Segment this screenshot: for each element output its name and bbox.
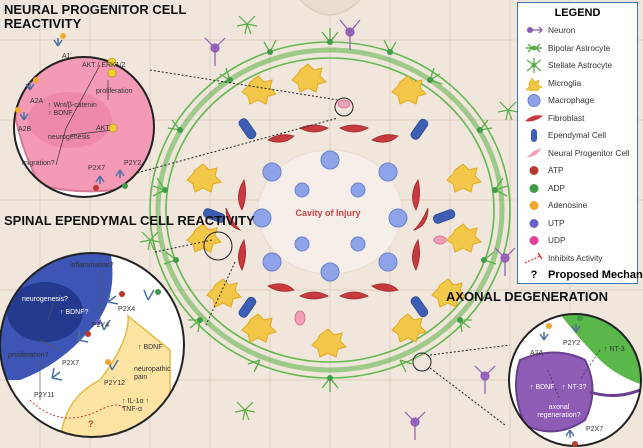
npc-p2y2-label: P2Y2 [124, 160, 142, 167]
legend-item-label: UTP [548, 217, 565, 228]
legend-item-label: ADP [548, 182, 566, 193]
legend-item-label: Inhibits Activity [548, 252, 603, 263]
npc-a2a-label: A2A [30, 98, 44, 105]
legend-item-label: UDP [548, 235, 566, 245]
legend-item: ? Proposed Mechanism [518, 268, 643, 283]
bipolar-astrocyte-icon [524, 41, 544, 56]
npc-akt-label: AKT [96, 125, 110, 132]
utp-dot [524, 216, 544, 231]
ax-nt3-label: ↑ NT-3 [604, 346, 625, 353]
macrophage-icon [524, 93, 544, 108]
legend-item-label: Macrophage [548, 95, 595, 105]
inhibits-activity-icon [524, 251, 544, 266]
legend-item: Fibroblast [518, 111, 639, 126]
legend-item-label: Fibroblast [548, 112, 585, 123]
legend-item: Neural Progenitor Cell [518, 146, 639, 161]
ax-nt3q-label: ↑ NT-3? [562, 384, 587, 391]
udp-dot [524, 233, 544, 248]
background-neurons [204, 19, 516, 440]
microglia-cells [186, 63, 482, 358]
legend-item: Neuron [518, 23, 639, 38]
adp-dot [524, 181, 544, 196]
legend-item-label: Stellate Astrocyte [548, 60, 613, 70]
npc-p2x7-label: P2X7 [88, 165, 106, 172]
question-mark-icon: ? [530, 269, 538, 281]
npc-proliferation-label: proliferation [96, 88, 133, 95]
sec-microglia-bdnf-label: ↑ BDNF [138, 344, 163, 351]
ax-regen-label: axonal regeneration? [537, 404, 581, 419]
legend-item-label: Ependymal Cell [548, 130, 607, 140]
adenosine-dot [524, 198, 544, 213]
sec-p2y4-label: P2Y4 [92, 322, 110, 329]
sec-bdnf-label: ↑ BDNF? [60, 309, 89, 316]
legend-item-label: Neural Progenitor Cell [548, 147, 630, 158]
legend-item: Ependymal Cell [518, 128, 639, 143]
sec-neurogenesis-label: neurogenesis? [22, 296, 68, 303]
astrocyte-ring [149, 28, 511, 392]
cavity-label: Cavity of Injury [295, 208, 361, 218]
ax-a2a-label: A2A [530, 350, 544, 357]
ependymal-cell-icon [524, 128, 544, 143]
neural-progenitor-cells [294, 99, 447, 326]
legend-item: ADP [518, 181, 639, 196]
npc-a2b-label: A2B [18, 126, 32, 133]
legend-item-label: ATP [548, 165, 564, 175]
npc-a1-label: A1 [62, 53, 71, 60]
ependymal-cells [203, 118, 456, 318]
legend-item-label: Bipolar Astrocyte [548, 42, 611, 53]
legend-item-label: Microglia [548, 77, 582, 88]
sec-proliferation-label: proliferation? [8, 352, 49, 359]
legend-item: UTP [518, 216, 639, 231]
sec-p2x7-label: P2X7 [62, 360, 80, 367]
sec-question-label: ? [88, 419, 94, 429]
legend-title: LEGEND [554, 7, 601, 19]
fibroblast-icon [524, 111, 544, 126]
sec-inflammation-label: inflammation? [70, 262, 114, 269]
legend-item: Microglia [518, 76, 639, 95]
ax-p2x7-label: P2X7 [586, 426, 604, 433]
sec-neuropathic-label: neuropathic pain [134, 366, 171, 381]
npc-neurogenesis-label: neurogenesis [48, 134, 91, 141]
axonal-title: AXONAL DEGENERATION [446, 289, 609, 304]
npc-bdnf-label: ↑ BDNF [48, 110, 73, 117]
sec-title: SPINAL EPENDYMAL CELL REACTIVITY [4, 213, 255, 228]
legend-item: Macrophage [518, 93, 639, 108]
neuron-icon [524, 23, 544, 38]
legend-item: ATP [518, 163, 639, 178]
legend-item: UDP [518, 233, 639, 248]
legend-item: Inhibits Activity [518, 251, 639, 266]
sec-p2y11-label: P2Y11 [34, 392, 55, 399]
neural-progenitor-cell-icon [524, 146, 544, 161]
stellate-astrocyte-icon [524, 58, 544, 73]
sec-zoom-circle [0, 252, 185, 438]
sec-p2x4-label: P2X4 [118, 306, 136, 313]
sec-p2y12-label: P2Y12 [104, 380, 126, 387]
npc-title: NEURAL PROGENITOR CELL REACTIVITY [4, 2, 187, 31]
legend-item: Bipolar Astrocyte [518, 41, 639, 56]
ax-p2y2-label: P2Y2 [563, 340, 581, 347]
atp-dot [524, 163, 544, 178]
sec-cytokines-label: ↑ IL-1α ↑ TNF-α [122, 398, 149, 413]
macrophage-cells [252, 150, 408, 282]
npc-wnt-label: ↑ Wnt/β-catenin [48, 102, 97, 109]
npc-migration-label: migration? [22, 160, 55, 167]
legend-item-label: Neuron [548, 25, 576, 35]
microglia-icon [524, 76, 544, 95]
fibroblast-cells [225, 124, 429, 300]
npc-akt-erk-label: AKT / ERK1/2 [82, 62, 126, 69]
legend-item-label: Adenosine [548, 200, 588, 210]
legend-item: Stellate Astrocyte [518, 58, 639, 73]
legend-item-label: Proposed Mechanism [548, 269, 643, 281]
ax-bdnf-label: ↑ BDNF [530, 384, 555, 391]
legend-item: Adenosine [518, 198, 639, 213]
